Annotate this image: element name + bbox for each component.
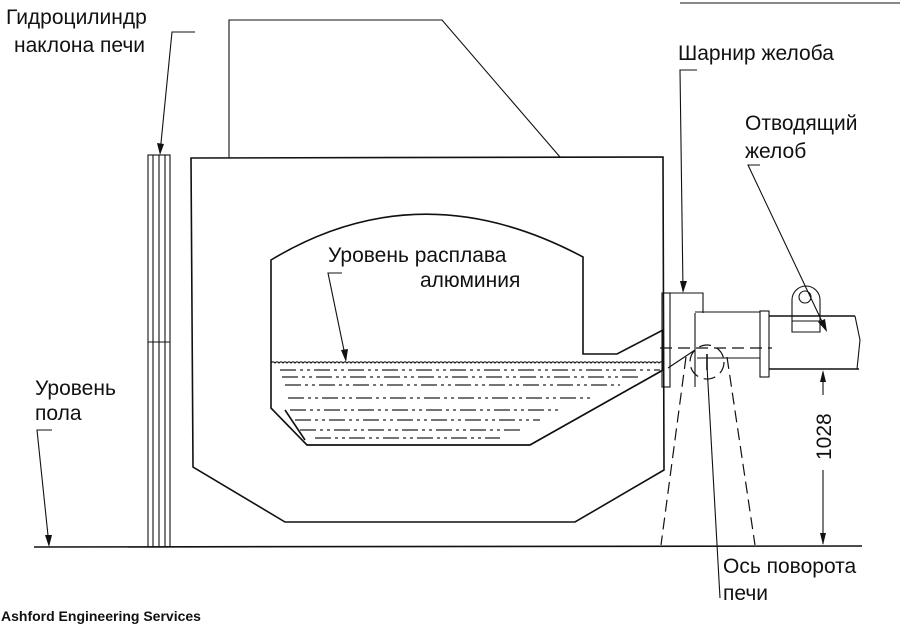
furnace-lining: [190, 156, 665, 523]
floor-line: [33, 545, 863, 548]
dimension-label: 1028: [813, 413, 836, 460]
pivot-label-2: печи: [723, 582, 768, 605]
cylinder-label-2: наклона печи: [14, 34, 145, 57]
lifting-lug: [791, 285, 821, 333]
height-dimension: [820, 370, 826, 545]
cylinder-label-1: Гидроцилиндр: [6, 6, 147, 29]
credit-text: Ashford Engineering Services: [1, 608, 201, 624]
leader-lines: [36, 31, 827, 599]
melt-dashes: [280, 369, 660, 439]
melt-label-1: Уровень расплава: [328, 244, 507, 267]
discharge-trough: [695, 285, 861, 378]
trough-label-2: желоб: [745, 140, 806, 163]
pivot-support-right: [726, 356, 756, 546]
pivot-support-left: [660, 356, 687, 546]
trough-label-1: Отводящий: [745, 112, 857, 135]
spout-line: [667, 349, 696, 369]
melt-level-line: [270, 361, 664, 364]
melt-label-2: алюминия: [420, 269, 520, 292]
hinge-label: Шарнир желоба: [678, 42, 834, 65]
melt-pool: [272, 363, 662, 444]
furnace-leader: [228, 19, 561, 158]
floor-label-1: Уровень: [35, 377, 116, 400]
melt-pool-bottom: [270, 369, 664, 446]
trough-hinge: [661, 292, 704, 388]
pool-edge: [284, 409, 306, 441]
pivot-label-1: Ось поворота: [723, 555, 857, 578]
floor-label-2: пола: [35, 402, 82, 425]
hydraulic-cylinder: [147, 154, 171, 548]
pivot-circle: [689, 344, 725, 380]
